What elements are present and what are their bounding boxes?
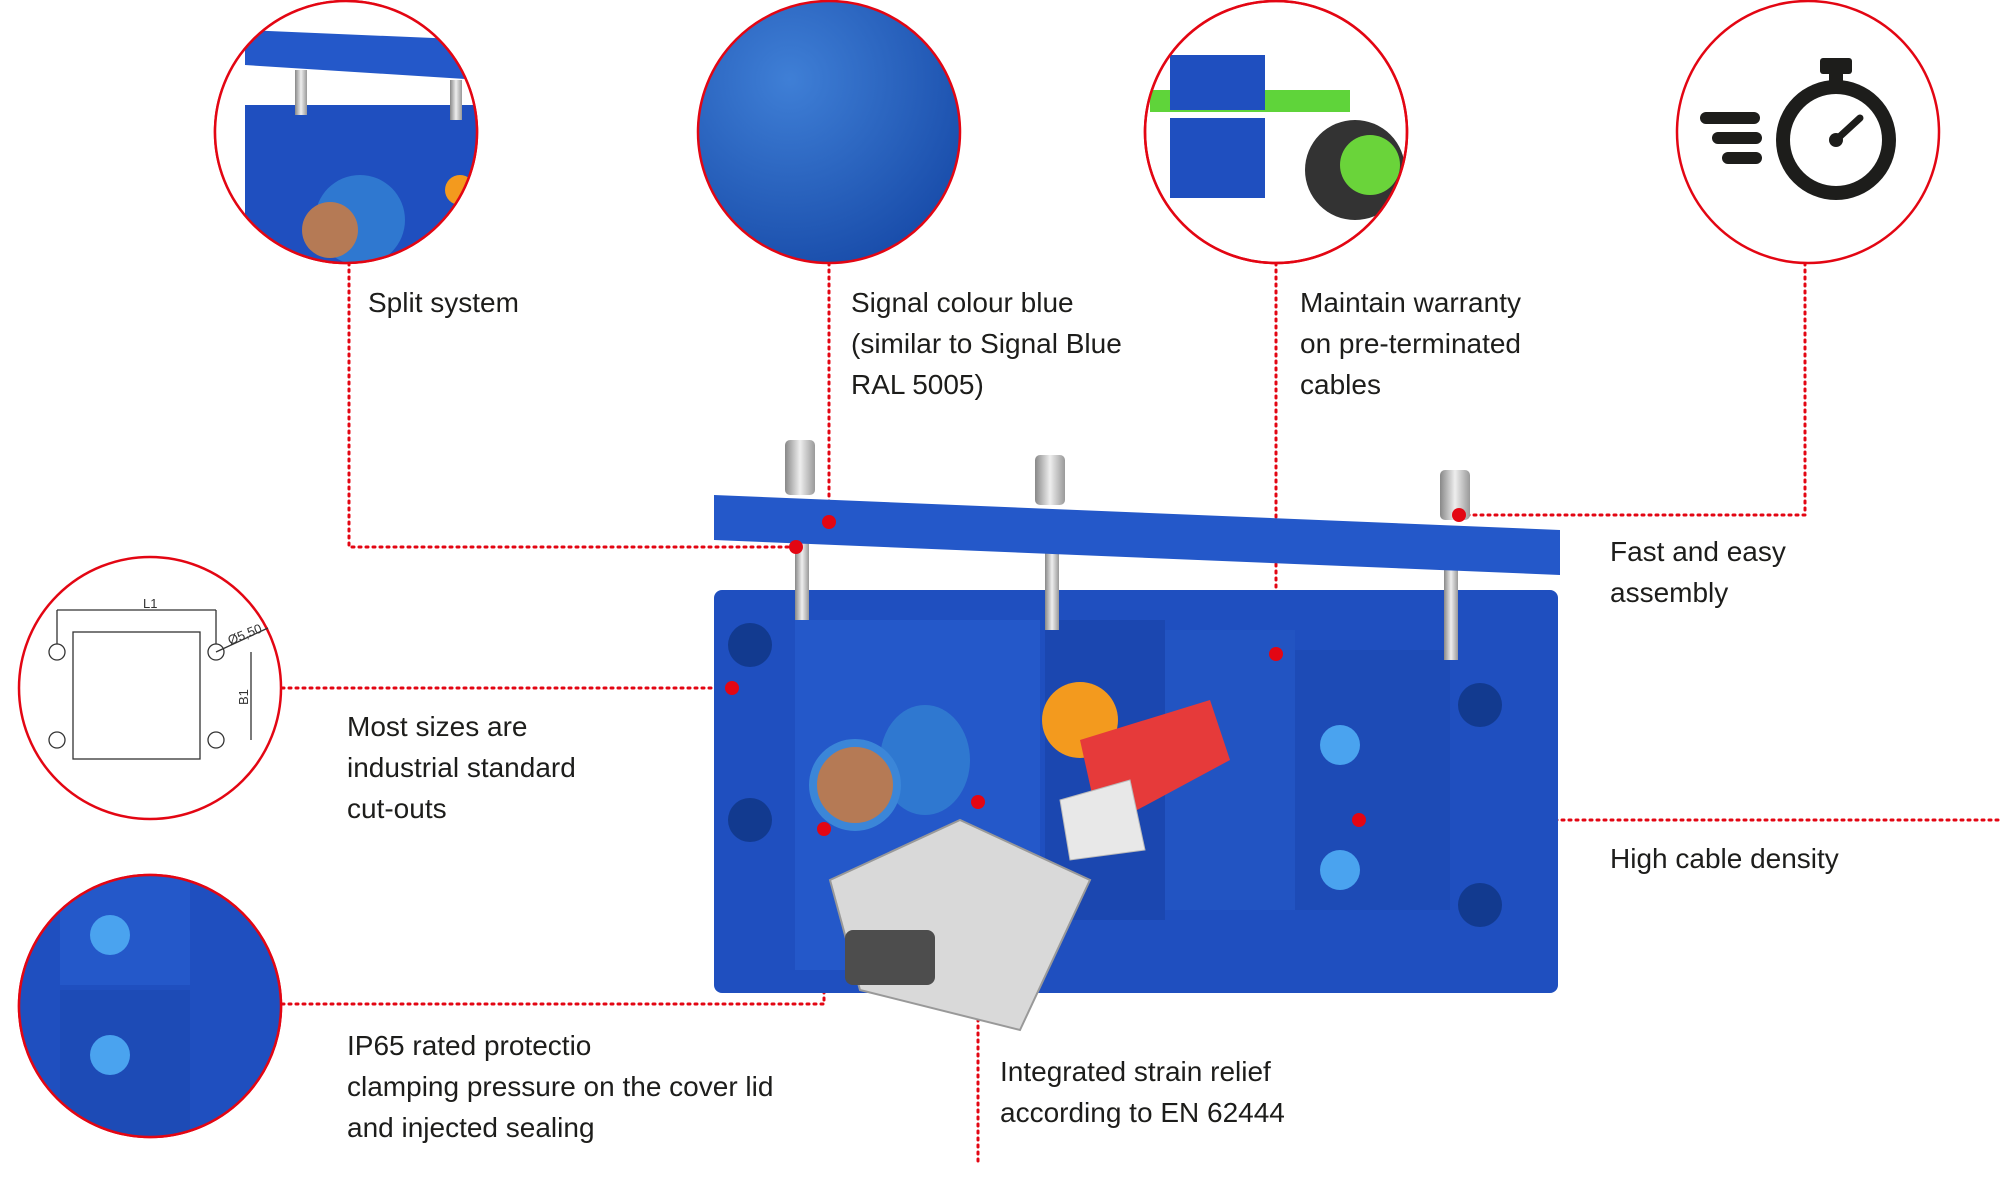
stopwatch-icon [1675,0,1941,265]
label-line: Maintain warranty [1300,287,1521,318]
label-line: (similar to Signal Blue [851,328,1122,359]
leader-fast-assembly [1457,261,1807,517]
label-line: Most sizes are [347,711,528,742]
label-line: Integrated strain relief [1000,1056,1271,1087]
label-split-system: Split system [368,282,519,323]
product-cable-entry-frame [714,440,1560,1032]
label-fast-assembly: Fast and easy assembly [1610,531,1786,613]
label-line: IP65 rated protectio [347,1030,592,1061]
label-line: Split system [368,287,519,318]
label-line: cables [1300,369,1381,400]
sealing-photo [17,873,283,1139]
blue-swatch [696,0,962,265]
label-ip65: IP65 rated protectio clamping pressure o… [347,1025,773,1148]
label-line: Signal colour blue [851,287,1074,318]
label-line: assembly [1610,577,1729,608]
label-line: RAL 5005) [851,369,984,400]
label-cut-outs: Most sizes are industrial standard cut-o… [347,706,576,829]
pre-terminated-cable-photo [1143,0,1409,265]
drawing-length-label: L1 [143,596,157,611]
label-strain-relief: Integrated strain relief according to EN… [1000,1051,1285,1133]
label-line: High cable density [1610,843,1839,874]
label-line: according to EN 62444 [1000,1097,1285,1128]
label-line: industrial standard [347,752,576,783]
split-system-photo [213,0,479,265]
label-line: Fast and easy [1610,536,1786,567]
drawing-width-label: B1 [236,689,251,705]
label-signal-blue: Signal colour blue (similar to Signal Bl… [851,282,1122,405]
leader-split-system [347,261,798,549]
label-line: on pre-terminated [1300,328,1522,359]
label-line: cut-outs [347,793,447,824]
cutout-drawing [17,555,283,821]
label-warranty: Maintain warranty on pre-terminated cabl… [1300,282,1521,405]
label-line: and injected sealing [347,1112,595,1143]
label-cable-density: High cable density [1610,838,1839,879]
label-line: clamping pressure on the cover lid [347,1071,774,1102]
